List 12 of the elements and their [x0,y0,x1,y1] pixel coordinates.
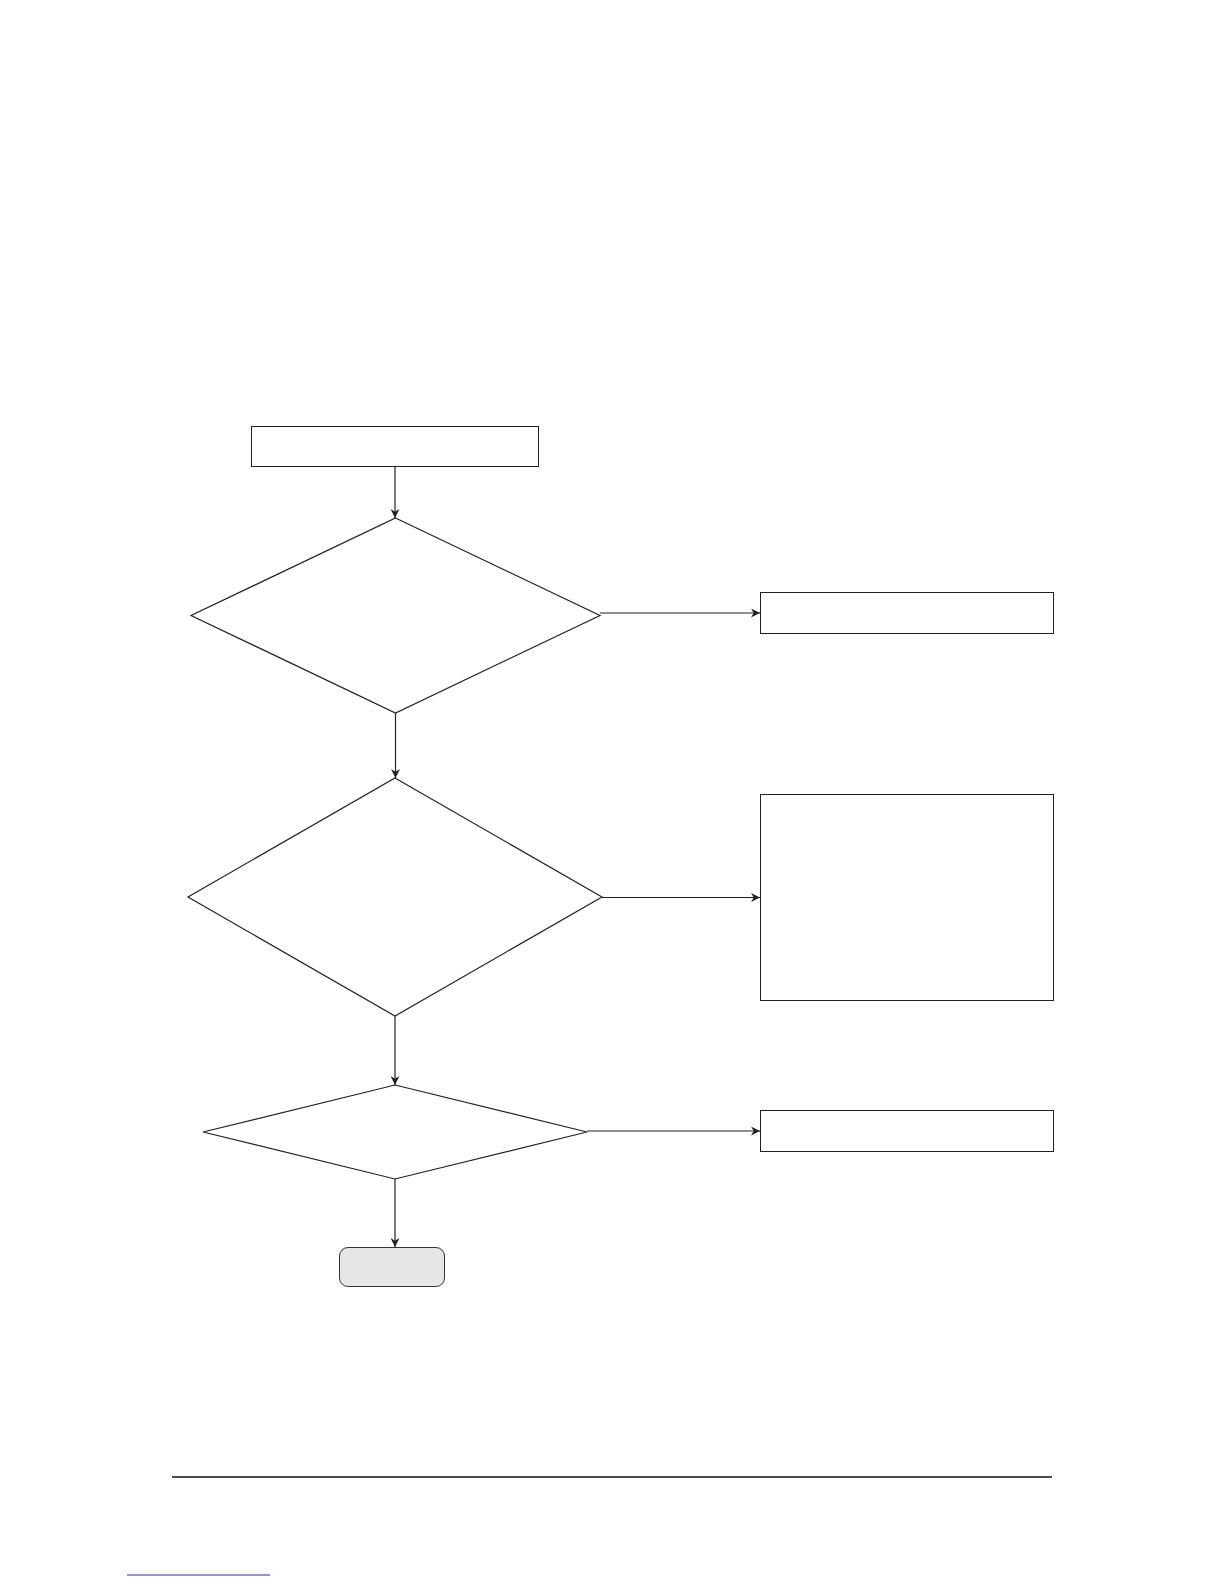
arrow [390,1178,400,1248]
arrow [586,1126,761,1136]
arrow [599,608,761,618]
process-box [760,592,1054,634]
arrow [390,1015,400,1086]
arrow [601,893,761,902]
arrow [391,712,400,779]
process-box [760,794,1054,1001]
arrow [390,466,400,519]
process-box [251,426,539,467]
terminal-box [339,1247,445,1287]
process-box [760,1110,1054,1152]
